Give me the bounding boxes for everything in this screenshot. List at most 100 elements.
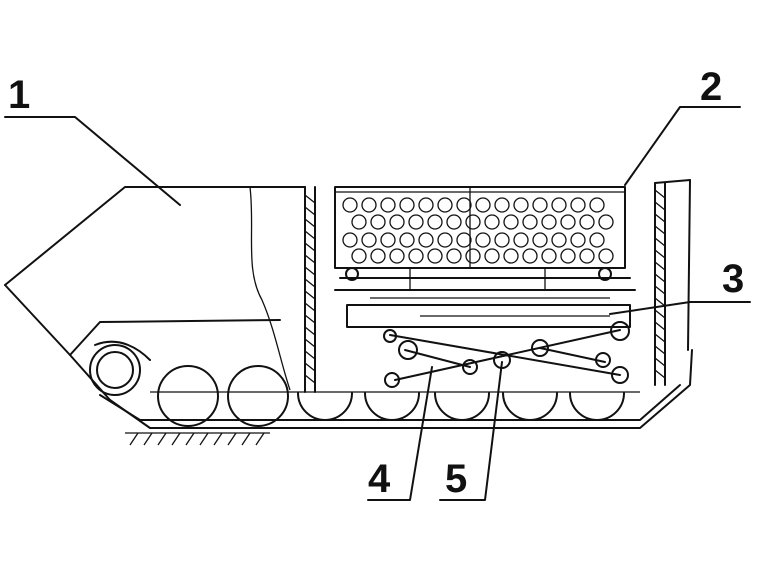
- track: [94, 340, 693, 429]
- shell: [380, 232, 396, 248]
- shell: [465, 248, 481, 264]
- shell: [389, 214, 405, 230]
- hatch: [304, 314, 316, 324]
- shell: [589, 232, 605, 248]
- road-wheel: [502, 392, 558, 421]
- hatch: [654, 321, 666, 331]
- scissor-lift: [383, 329, 629, 388]
- hatch: [654, 333, 666, 343]
- shell: [370, 248, 386, 264]
- hatch: [304, 338, 316, 348]
- hatch: [304, 242, 316, 252]
- hatch: [304, 302, 316, 312]
- wheels: [89, 344, 625, 427]
- shell: [532, 197, 548, 213]
- shell: [370, 214, 386, 230]
- shell: [579, 248, 595, 264]
- hatch: [654, 249, 666, 259]
- shell: [598, 214, 614, 230]
- hatch: [304, 278, 316, 288]
- shell: [456, 197, 472, 213]
- hatch: [255, 432, 265, 446]
- shell: [570, 232, 586, 248]
- shell: [551, 232, 567, 248]
- hatch: [654, 285, 666, 295]
- idler-wheel: [89, 344, 141, 396]
- shell: [475, 197, 491, 213]
- road-wheel: [434, 392, 490, 421]
- shell: [427, 248, 443, 264]
- road-wheel: [157, 365, 219, 427]
- hatch: [304, 206, 316, 216]
- hatch: [654, 237, 666, 247]
- hatch: [304, 218, 316, 228]
- shell: [560, 214, 576, 230]
- shell: [494, 232, 510, 248]
- shell: [503, 214, 519, 230]
- vehicle-hull: [4, 186, 306, 401]
- shell: [361, 197, 377, 213]
- shell: [484, 214, 500, 230]
- shell: [351, 214, 367, 230]
- leader-1: [4, 116, 181, 206]
- shell: [399, 232, 415, 248]
- shell: [446, 248, 462, 264]
- shell: [513, 197, 529, 213]
- shell: [456, 232, 472, 248]
- left-bulkhead: [304, 186, 316, 393]
- hatch: [654, 213, 666, 223]
- shell: [408, 214, 424, 230]
- shell: [446, 214, 462, 230]
- lift-platform: [346, 297, 631, 341]
- shell: [418, 232, 434, 248]
- ammo-container: [334, 186, 636, 291]
- shell: [532, 232, 548, 248]
- shell: [427, 214, 443, 230]
- leader-2: [624, 106, 741, 186]
- hatch: [654, 273, 666, 283]
- callout-4: 4: [368, 457, 391, 501]
- road-wheel: [297, 392, 353, 421]
- shell: [551, 197, 567, 213]
- ground-hatching: [125, 432, 270, 446]
- hatch: [654, 369, 666, 379]
- leader-3: [609, 301, 751, 315]
- road-wheel: [569, 392, 625, 421]
- hatch: [157, 432, 167, 446]
- shell: [342, 232, 358, 248]
- hatch: [185, 432, 195, 446]
- shell: [408, 248, 424, 264]
- shell: [465, 214, 481, 230]
- hatch: [304, 362, 316, 372]
- hatch: [304, 230, 316, 240]
- hatch: [171, 432, 181, 446]
- shell: [399, 197, 415, 213]
- hatch: [304, 326, 316, 336]
- shell: [503, 248, 519, 264]
- shell: [579, 214, 595, 230]
- shell: [351, 248, 367, 264]
- road-wheel: [364, 392, 420, 421]
- shell: [389, 248, 405, 264]
- shell: [437, 197, 453, 213]
- hatch: [143, 432, 153, 446]
- hatch: [199, 432, 209, 446]
- shell: [598, 248, 614, 264]
- shell: [380, 197, 396, 213]
- shell: [541, 214, 557, 230]
- hatch: [227, 432, 237, 446]
- hatch: [654, 201, 666, 211]
- shell: [541, 248, 557, 264]
- hatch: [241, 432, 251, 446]
- shell: [522, 248, 538, 264]
- shell: [484, 248, 500, 264]
- shell: [570, 197, 586, 213]
- hatch: [654, 261, 666, 271]
- hatch: [304, 290, 316, 300]
- shell: [522, 214, 538, 230]
- shell: [494, 197, 510, 213]
- hatch: [304, 194, 316, 204]
- callout-2: 2: [700, 65, 722, 109]
